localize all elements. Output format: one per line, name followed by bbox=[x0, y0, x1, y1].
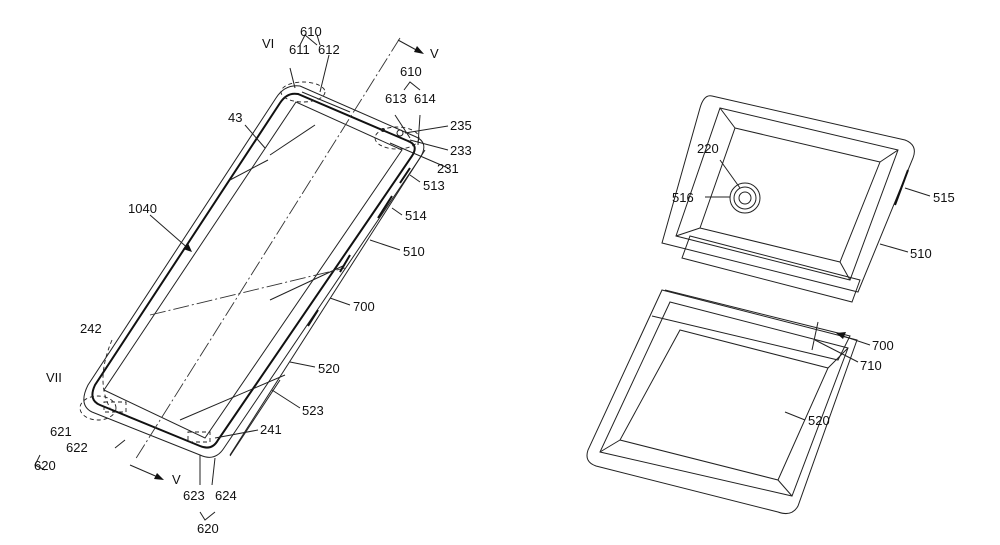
reflection-line bbox=[269, 264, 346, 301]
label-233: 233 bbox=[450, 143, 472, 158]
bracket-620b bbox=[199, 511, 216, 521]
right-leader-lines bbox=[705, 159, 931, 421]
side-key-515 bbox=[894, 169, 909, 206]
label-620b: 620 bbox=[197, 521, 219, 536]
component-242 bbox=[103, 401, 127, 413]
side-button-513 bbox=[399, 167, 411, 184]
label-VII: VII bbox=[46, 370, 62, 385]
phone-inner-display bbox=[103, 101, 403, 439]
side-button-514 bbox=[377, 195, 393, 219]
reflection-line bbox=[269, 124, 316, 156]
label-43: 43 bbox=[228, 110, 242, 125]
detail-circle-vii bbox=[79, 395, 117, 421]
label-613: 613 bbox=[385, 91, 407, 106]
hinge-notch bbox=[307, 309, 319, 327]
label-242: 242 bbox=[80, 321, 102, 336]
lower-bevel-lines bbox=[599, 347, 849, 497]
label-515: 515 bbox=[933, 190, 955, 205]
arrow-1040-icon bbox=[183, 243, 192, 252]
camera-region bbox=[374, 126, 420, 150]
label-614: 614 bbox=[414, 91, 436, 106]
label-624: 624 bbox=[215, 488, 237, 503]
label-510: 510 bbox=[403, 244, 425, 259]
label-520: 520 bbox=[808, 413, 830, 428]
label-520: 520 bbox=[318, 361, 340, 376]
label-623: 623 bbox=[183, 488, 205, 503]
label-235: 235 bbox=[450, 118, 472, 133]
label-231: 231 bbox=[437, 161, 459, 176]
reflection-line bbox=[301, 91, 351, 113]
bracket-620a bbox=[34, 454, 46, 471]
upper-display-panel bbox=[699, 127, 881, 263]
side-edge bbox=[229, 149, 426, 456]
hinge-band-upper bbox=[681, 235, 861, 303]
label-622: 622 bbox=[66, 440, 88, 455]
bracket-610b bbox=[403, 81, 421, 91]
section-arrow-bottom bbox=[129, 464, 161, 479]
label-220: 220 bbox=[697, 141, 719, 156]
label-V-top: V bbox=[430, 46, 439, 61]
hinge-notch bbox=[339, 254, 351, 273]
label-513: 513 bbox=[423, 178, 445, 193]
detail-circle-vi bbox=[280, 81, 326, 103]
label-510: 510 bbox=[910, 246, 932, 261]
reflection-line bbox=[229, 159, 269, 181]
camera-hole bbox=[396, 129, 404, 137]
right-device-figure: 220 516 515 510 700 710 520 bbox=[586, 95, 955, 514]
lower-display-panel bbox=[619, 329, 829, 481]
upper-housing bbox=[661, 95, 915, 293]
label-620: 620 bbox=[34, 458, 56, 473]
label-1040: 1040 bbox=[128, 201, 157, 216]
label-612: 612 bbox=[318, 42, 340, 57]
hinge-band-lower bbox=[651, 289, 851, 361]
label-610: 610 bbox=[300, 24, 322, 39]
arrow-icon bbox=[154, 473, 164, 480]
label-710: 710 bbox=[860, 358, 882, 373]
label-514: 514 bbox=[405, 208, 427, 223]
lower-housing-inner bbox=[599, 301, 849, 497]
label-700: 700 bbox=[872, 338, 894, 353]
label-621: 621 bbox=[50, 424, 72, 439]
label-V-bottom: V bbox=[172, 472, 181, 487]
fingerprint-camera-icon bbox=[729, 182, 761, 214]
label-700: 700 bbox=[353, 299, 375, 314]
label-VI: VI bbox=[262, 36, 274, 51]
label-610b: 610 bbox=[400, 64, 422, 79]
upper-housing-inner bbox=[675, 107, 899, 281]
bracket-610a bbox=[299, 34, 321, 46]
label-516: 516 bbox=[672, 190, 694, 205]
phone-display-edge bbox=[91, 92, 416, 449]
reflection-line bbox=[179, 374, 286, 421]
fold-axis-line bbox=[149, 267, 346, 316]
arrow-700-icon bbox=[836, 332, 846, 339]
arrow-icon bbox=[414, 46, 424, 54]
component-241 bbox=[187, 431, 211, 443]
leader-1040 bbox=[149, 214, 191, 251]
label-241: 241 bbox=[260, 422, 282, 437]
label-611: 611 bbox=[289, 42, 310, 57]
hinge-divider bbox=[811, 321, 819, 351]
lower-housing bbox=[586, 289, 858, 514]
label-523: 523 bbox=[302, 403, 324, 418]
side-edge bbox=[229, 379, 281, 457]
leader-242 bbox=[102, 339, 113, 409]
section-line-v bbox=[134, 37, 401, 461]
left-phone-figure: 610 611 612 VI V 610 613 614 43 235 233 … bbox=[34, 24, 472, 536]
leader-lines bbox=[114, 54, 449, 486]
upper-bevel-lines bbox=[675, 107, 899, 281]
